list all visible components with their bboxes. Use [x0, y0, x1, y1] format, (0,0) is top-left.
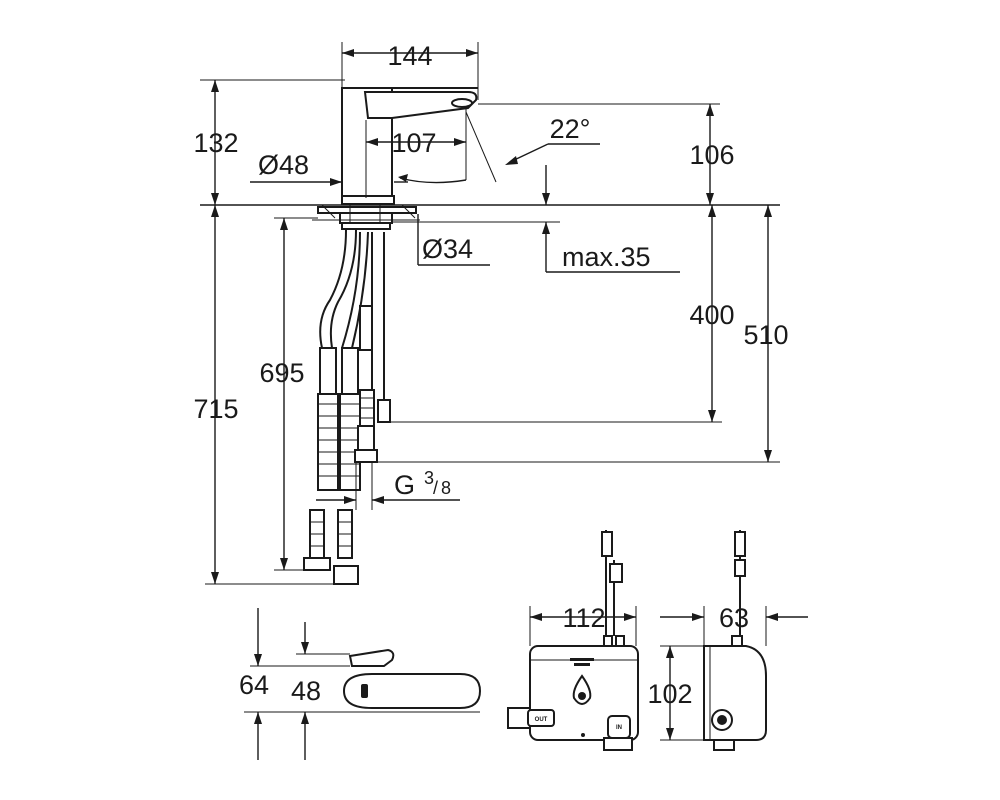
label-48: 48 — [291, 676, 321, 706]
label-max35: max.35 — [562, 242, 651, 272]
dimension-box-width: 112 — [529, 603, 637, 646]
grohe-logo-icon — [570, 658, 594, 666]
hoses — [303, 229, 369, 585]
dimension-plan-width: 64 — [239, 608, 480, 760]
dimension-thread: G 3 / 8 — [316, 462, 460, 510]
dimension-outlet-height: 106 — [478, 103, 735, 205]
label-thread-den: 8 — [441, 478, 451, 498]
label-thread-slash: / — [433, 478, 438, 498]
mounting-assembly: Ø34 — [312, 204, 490, 266]
dimension-box-height: 102 — [647, 645, 704, 741]
label-132: 132 — [193, 128, 238, 158]
dimension-510: 510 — [377, 205, 789, 463]
label-64: 64 — [239, 670, 269, 700]
dimension-spout-depth: 107 — [365, 108, 467, 198]
dimension-400: 400 — [384, 205, 735, 423]
faucet-body — [341, 87, 478, 205]
label-144: 144 — [387, 41, 432, 71]
dimension-max-thickness: max.35 — [390, 165, 680, 273]
dimension-plan-depth: 48 — [291, 622, 350, 760]
dimension-body-diameter: Ø48 — [250, 150, 408, 186]
water-drop-icon — [572, 674, 592, 705]
dimension-hose-length: 695 — [259, 217, 318, 571]
dimension-spout-height: 132 — [193, 79, 345, 205]
control-box-front: OUT IN — [507, 530, 639, 751]
dimension-spout-angle: 22° — [398, 111, 600, 184]
label-d34: Ø34 — [422, 234, 473, 264]
label-107: 107 — [391, 128, 436, 158]
label-112: 112 — [562, 603, 605, 633]
label-695: 695 — [259, 358, 304, 388]
label-in: IN — [616, 725, 622, 731]
label-715: 715 — [193, 394, 238, 424]
label-106: 106 — [689, 140, 734, 170]
label-510: 510 — [743, 320, 788, 350]
control-box-side — [703, 530, 767, 751]
dimension-width-top: 144 — [341, 41, 479, 100]
plan-view — [342, 648, 482, 709]
cable-and-connector — [354, 232, 391, 463]
label-63: 63 — [719, 603, 749, 633]
label-out: OUT — [535, 717, 548, 723]
label-d48: Ø48 — [258, 150, 309, 180]
dimension-total-length: 715 — [193, 205, 340, 585]
label-102: 102 — [647, 679, 692, 709]
label-22deg: 22° — [550, 114, 591, 144]
label-thread-prefix: G — [394, 470, 415, 500]
label-400: 400 — [689, 300, 734, 330]
dimension-box-depth: 63 — [660, 603, 808, 646]
label-thread-num: 3 — [424, 468, 434, 488]
